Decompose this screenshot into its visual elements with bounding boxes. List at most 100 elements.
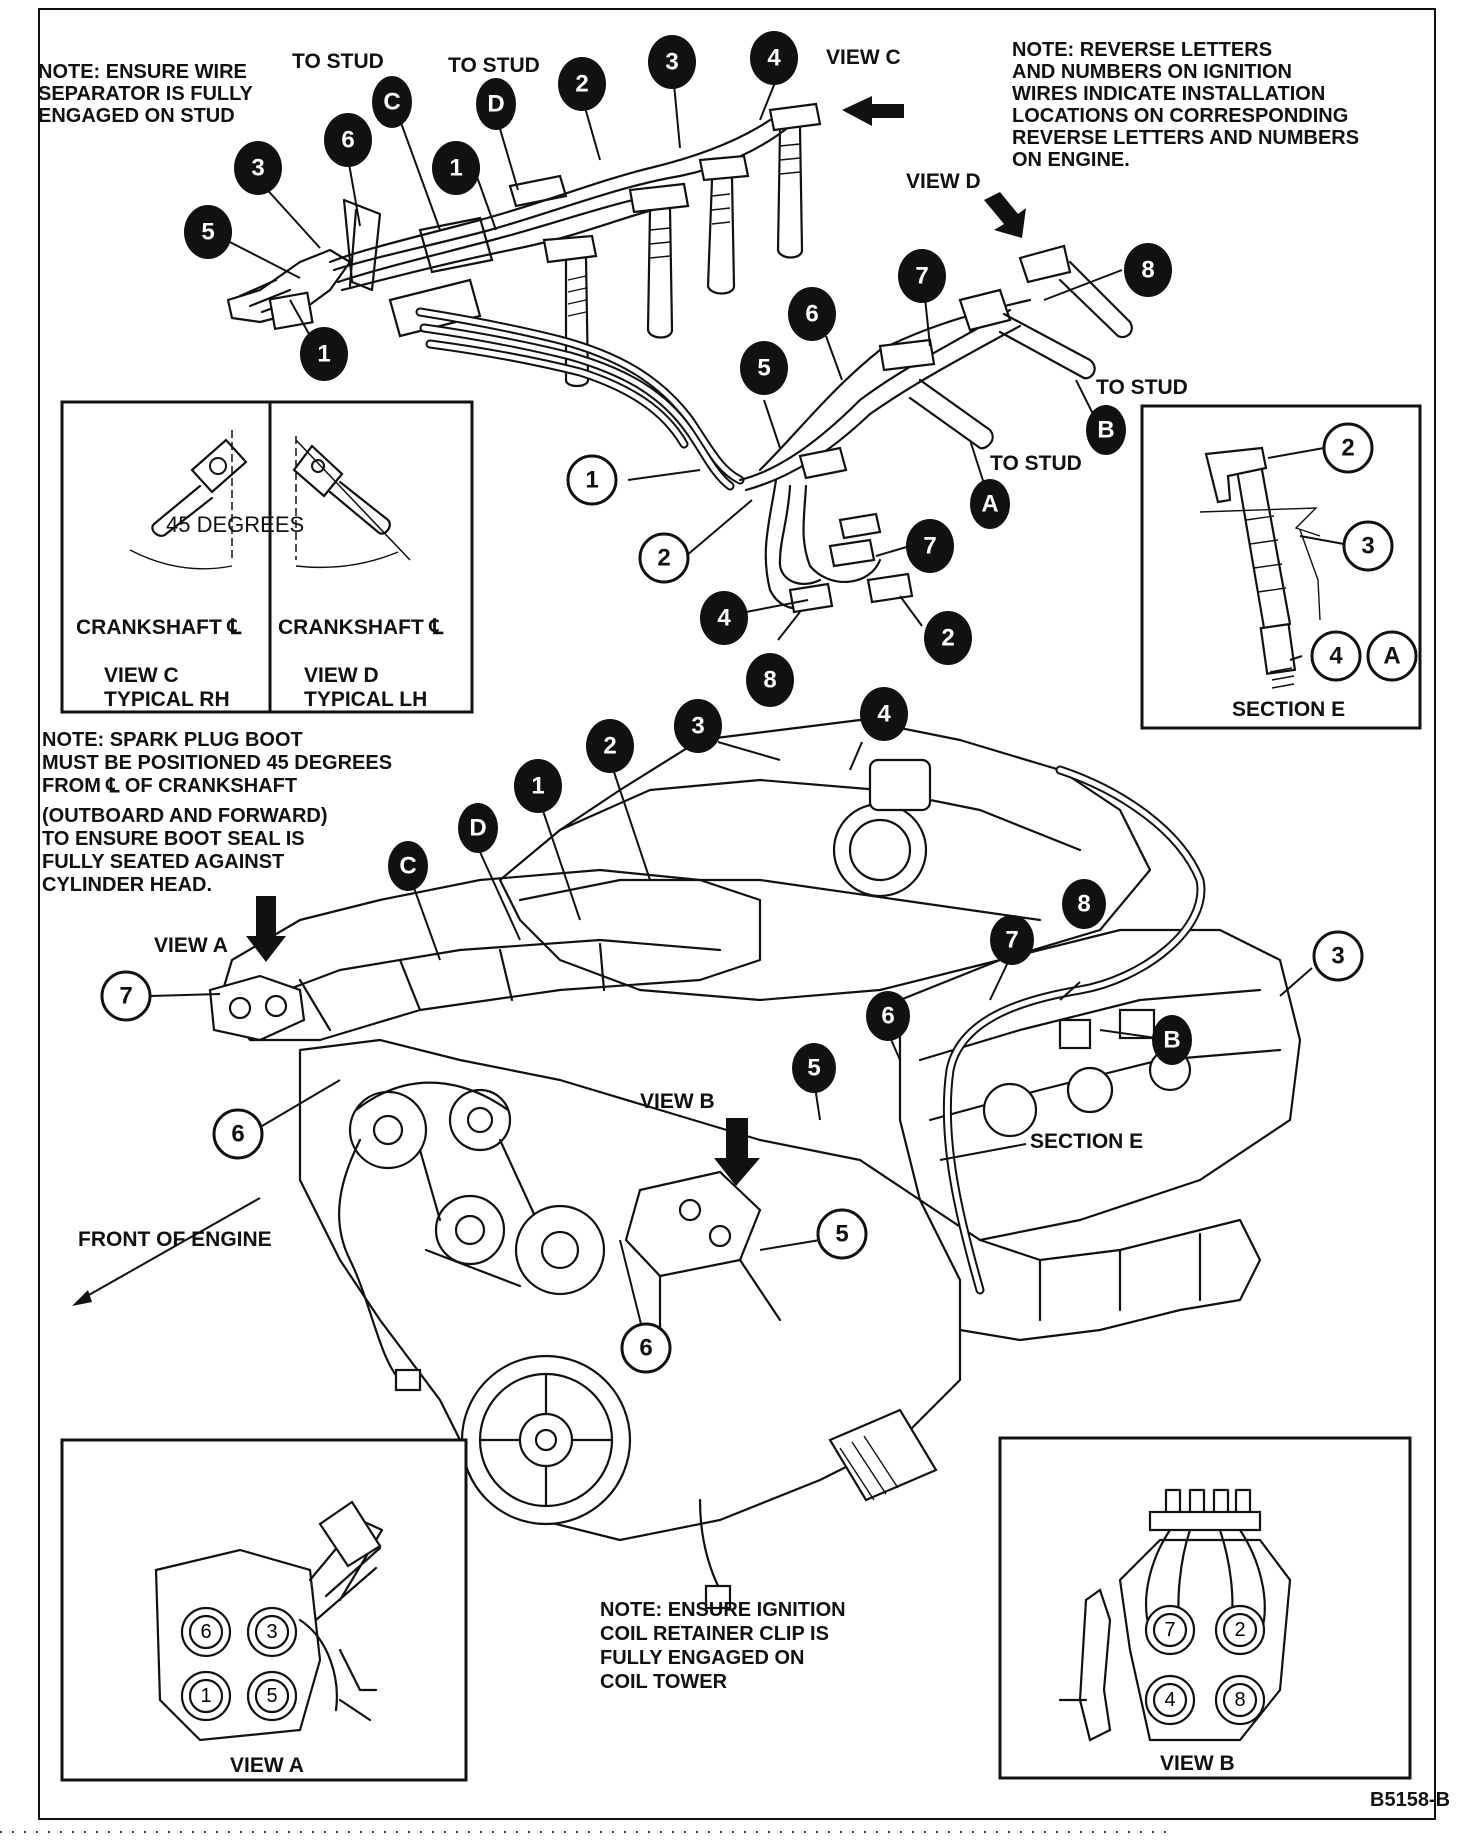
svg-text:7: 7 [915, 263, 928, 290]
svg-text:6: 6 [231, 1121, 244, 1148]
view-b-inset: 7 2 4 8 VIEW B [998, 1436, 1412, 1780]
to-stud-label-3: TO STUD [1096, 376, 1188, 399]
view-a-coil-3: 3 [266, 1621, 277, 1643]
crankshaft-label-rh: CRANKSHAFT ℄ [76, 616, 242, 639]
callout-3-white-right: 3 [1312, 930, 1364, 982]
callout-5-white: 5 [816, 1208, 868, 1260]
callout-4-black-engine: 4 [860, 687, 908, 741]
svg-text:4: 4 [1329, 643, 1343, 670]
svg-text:5: 5 [757, 355, 770, 382]
svg-text:3: 3 [251, 155, 264, 182]
svg-text:3: 3 [691, 713, 704, 740]
view-b-coil-7: 7 [1164, 1619, 1175, 1641]
bottom-dotted-rule [0, 1831, 1170, 1833]
svg-text:(OUTBOARD AND FORWARD): (OUTBOARD AND FORWARD) [42, 805, 328, 827]
svg-text:SEPARATOR IS FULLY: SEPARATOR IS FULLY [38, 83, 254, 105]
degrees-label: 45 DEGREES [166, 512, 304, 537]
callout-1-black-engine: 1 [514, 759, 562, 813]
view-d-arrow [984, 192, 1026, 238]
svg-text:1: 1 [317, 341, 330, 368]
callout-6-black-top: 6 [324, 113, 372, 167]
svg-text:6: 6 [639, 1335, 652, 1362]
view-a-coil-5: 5 [266, 1685, 277, 1707]
svg-text:NOTE: SPARK PLUG BOOT: NOTE: SPARK PLUG BOOT [42, 729, 303, 751]
front-of-engine-arrow-line [79, 1197, 261, 1301]
to-stud-label-1: TO STUD [292, 50, 384, 73]
callout-5-black-top: 5 [184, 205, 232, 259]
svg-text:7: 7 [923, 533, 936, 560]
view-c-arrow [842, 96, 904, 126]
callout-8-black-lower: 8 [746, 653, 794, 707]
svg-text:ENGAGED ON STUD: ENGAGED ON STUD [38, 105, 235, 127]
svg-text:4: 4 [877, 701, 891, 728]
callout-d-black-engine: D [458, 803, 498, 853]
note-spark-plug-boot: NOTE: SPARK PLUG BOOT MUST BE POSITIONED… [42, 729, 392, 896]
svg-text:COIL TOWER: COIL TOWER [600, 1671, 728, 1693]
svg-text:B: B [1097, 417, 1114, 444]
front-of-engine-label: FRONT OF ENGINE [78, 1228, 272, 1251]
svg-text:NOTE: REVERSE LETTERS: NOTE: REVERSE LETTERS [1012, 39, 1272, 61]
callout-4-section-e: 4 [1310, 630, 1362, 682]
callout-4-black-top: 4 [750, 31, 798, 85]
callout-pointers [149, 79, 1345, 1345]
view-a-coil-6: 6 [200, 1621, 211, 1643]
view-c-d-inset: 45 DEGREES CRANKSHAFT ℄ CRANKSHAFT ℄ VIE… [60, 400, 474, 714]
callout-7-black-engine: 7 [990, 915, 1034, 965]
callout-3-black-top: 3 [234, 141, 282, 195]
svg-text:2: 2 [575, 71, 588, 98]
svg-text:ON ENGINE.: ON ENGINE. [1012, 149, 1130, 171]
callout-a-black-mid: A [970, 479, 1010, 529]
callout-2-black-lower: 2 [924, 611, 972, 665]
callout-3-black-top-right: 3 [648, 35, 696, 89]
svg-text:A: A [981, 491, 998, 518]
callout-6-white-left: 6 [212, 1108, 264, 1160]
callout-7-black-mid: 7 [898, 249, 946, 303]
callout-6-white-bottom: 6 [620, 1322, 672, 1374]
callout-b-black-engine: B [1152, 1015, 1192, 1065]
view-d-inset-title: VIEW D [304, 664, 379, 687]
svg-text:NOTE: ENSURE IGNITION: NOTE: ENSURE IGNITION [600, 1599, 846, 1621]
svg-text:6: 6 [341, 127, 354, 154]
typical-lh-label: TYPICAL LH [304, 688, 427, 711]
svg-text:8: 8 [1141, 257, 1154, 284]
callout-4-black-lower: 4 [700, 591, 748, 645]
note-reverse-letters: NOTE: REVERSE LETTERS AND NUMBERS ON IGN… [1012, 39, 1359, 171]
callout-1-black-top: 1 [432, 141, 480, 195]
callout-b-black-right: B [1086, 405, 1126, 455]
svg-text:4: 4 [717, 605, 731, 632]
section-e-label-engine: SECTION E [1030, 1130, 1143, 1153]
svg-text:C: C [383, 89, 400, 116]
callout-2-black-engine: 2 [586, 719, 634, 773]
svg-text:2: 2 [603, 733, 616, 760]
svg-text:2: 2 [941, 625, 954, 652]
callout-c-black-top: C [372, 76, 412, 128]
svg-text:1: 1 [531, 773, 544, 800]
svg-text:6: 6 [881, 1003, 894, 1030]
view-a-inset-title: VIEW A [230, 1754, 304, 1777]
view-a-coil-1: 1 [200, 1685, 211, 1707]
callout-2-black-top: 2 [558, 57, 606, 111]
svg-text:7: 7 [1005, 927, 1018, 954]
svg-text:AND NUMBERS ON IGNITION: AND NUMBERS ON IGNITION [1012, 61, 1292, 83]
callout-8-black-right: 8 [1124, 243, 1172, 297]
callout-2-section-e: 2 [1322, 422, 1374, 474]
svg-text:A: A [1383, 643, 1400, 670]
svg-text:REVERSE LETTERS AND NUMBERS: REVERSE LETTERS AND NUMBERS [1012, 127, 1359, 149]
crankshaft-label-lh: CRANKSHAFT ℄ [278, 616, 444, 639]
svg-text:3: 3 [665, 49, 678, 76]
svg-text:8: 8 [1077, 891, 1090, 918]
view-c-label-top: VIEW C [826, 46, 901, 69]
callout-8-black-engine: 8 [1062, 879, 1106, 929]
svg-text:B: B [1163, 1027, 1180, 1054]
svg-text:WIRES INDICATE INSTALLATION: WIRES INDICATE INSTALLATION [1012, 83, 1325, 105]
svg-text:LOCATIONS ON CORRESPONDING: LOCATIONS ON CORRESPONDING [1012, 105, 1348, 127]
view-b-coil-4: 4 [1164, 1689, 1175, 1711]
figure-id: B5158-B [1370, 1789, 1450, 1811]
callout-2-white: 2 [638, 532, 690, 584]
svg-text:TO ENSURE BOOT SEAL IS: TO ENSURE BOOT SEAL IS [42, 828, 305, 850]
svg-text:D: D [469, 815, 486, 842]
callout-6-black-engine: 6 [866, 991, 910, 1041]
svg-text:7: 7 [119, 983, 132, 1010]
callout-7-black-lower: 7 [906, 519, 954, 573]
